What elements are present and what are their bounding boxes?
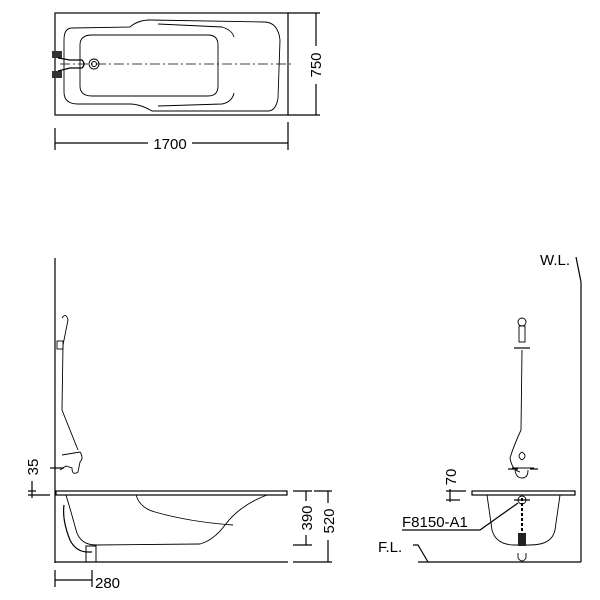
fl-leader (413, 544, 429, 563)
faucet-height-dimension: 35 (25, 459, 42, 476)
rim-depth-dimension: 390 (299, 505, 316, 530)
shower-bracket (56, 340, 64, 350)
tub-basin-inner (79, 34, 219, 97)
length-dimension: 1700 (153, 136, 186, 153)
drain-top (88, 58, 100, 70)
drain-trap-end (518, 533, 526, 546)
wall-line-label: W.L. (540, 252, 570, 269)
end-view: W.L. F.L. 70 F8150-A1 (378, 252, 582, 563)
faucet-height-end-dimension: 70 (443, 469, 460, 486)
tub-rim-side (55, 490, 288, 496)
faucet-end (512, 451, 534, 479)
top-view: 750 1700 (52, 12, 325, 153)
drain-trap (85, 545, 97, 563)
shower-handle (518, 325, 526, 343)
drain-outlet (517, 553, 527, 562)
drain-model-label: F8150-A1 (402, 514, 468, 531)
drain-top-inner (91, 61, 97, 67)
drain-offset-dimension: 280 (95, 575, 120, 592)
faucet-side (59, 451, 83, 474)
tub-inner-side (135, 494, 234, 526)
armrest-lines (157, 23, 235, 107)
model-leader (402, 502, 519, 531)
shower-head-end (517, 317, 527, 327)
overflow-drain (63, 504, 92, 553)
tub-body-side (65, 494, 268, 546)
floor-line-label: F.L. (378, 539, 402, 556)
tub-outline-top (54, 12, 289, 116)
tub-rim-end (471, 490, 576, 496)
side-view: 35 390 520 280 (25, 258, 338, 592)
width-dimension: 750 (308, 52, 325, 77)
total-height-dimension: 520 (321, 508, 338, 533)
shower-hose-side (61, 315, 79, 451)
shower-hose-end (509, 349, 523, 473)
tub-basin-outer (63, 19, 281, 112)
faucet-top (52, 51, 85, 78)
wl-leader (575, 256, 582, 283)
